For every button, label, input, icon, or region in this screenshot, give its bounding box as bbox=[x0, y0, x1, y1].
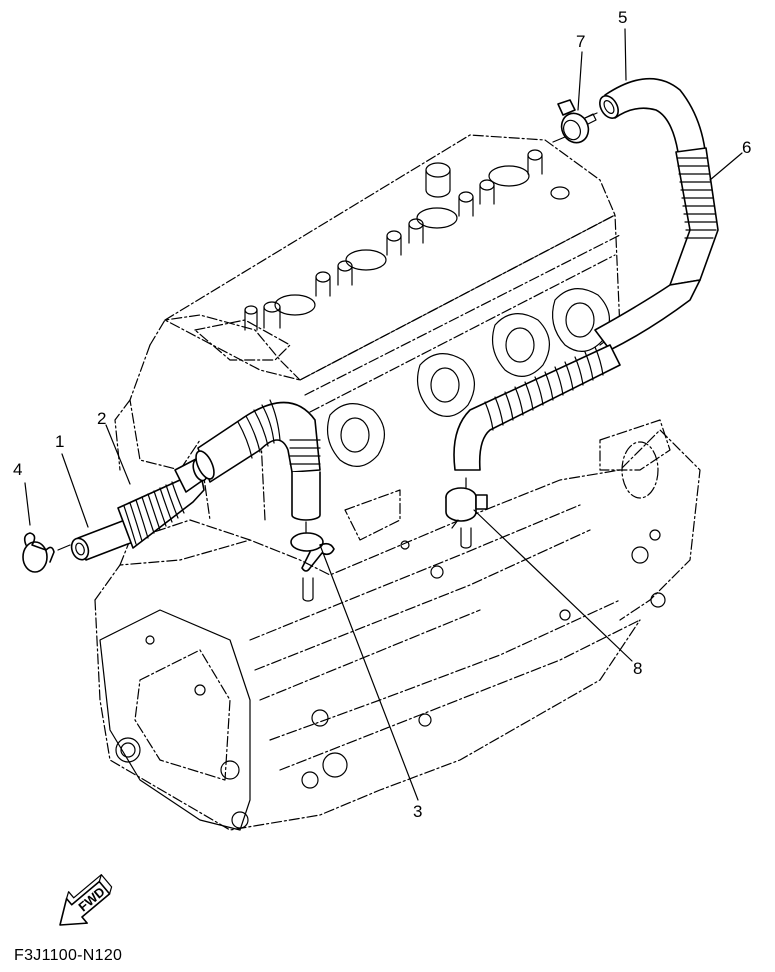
part-1-straight-hose bbox=[57, 519, 134, 561]
part-8-hose-clamp bbox=[445, 487, 488, 549]
part-6-corrugated-hose bbox=[453, 147, 719, 489]
leader-lines bbox=[24, 28, 743, 801]
callout-4: 4 bbox=[13, 460, 23, 479]
upper-bent-corrugated-hose bbox=[195, 399, 321, 533]
part-2-corrugated-hose bbox=[117, 457, 208, 549]
part-4-wire-clip bbox=[22, 532, 55, 573]
callout-5: 5 bbox=[618, 8, 628, 27]
part-code: F3J1100-N120 bbox=[14, 947, 123, 964]
fwd-arrow-icon: FWD bbox=[59, 874, 113, 926]
callout-2: 2 bbox=[97, 409, 107, 428]
callout-3: 3 bbox=[413, 802, 423, 821]
part-3-wire-clip bbox=[290, 532, 335, 602]
part-7-hose-clamp bbox=[552, 99, 597, 144]
callout-6: 6 bbox=[742, 138, 752, 157]
callout-1: 1 bbox=[55, 432, 65, 451]
crankcase bbox=[94, 419, 701, 831]
callout-8: 8 bbox=[633, 659, 643, 678]
callout-7: 7 bbox=[576, 32, 586, 51]
valve-cover bbox=[149, 134, 616, 381]
cylinder-head-side bbox=[114, 214, 621, 471]
part-5-bent-hose bbox=[584, 77, 706, 153]
